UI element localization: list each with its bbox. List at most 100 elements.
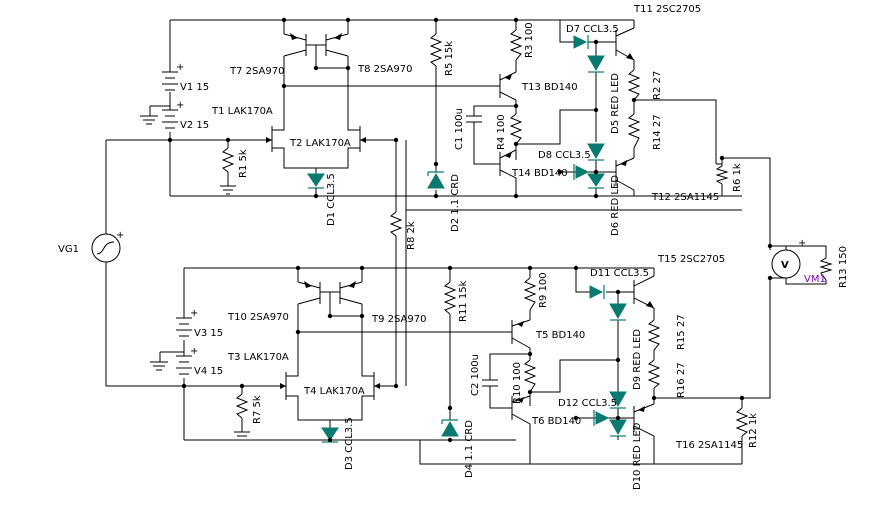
resistor-r12 [735, 407, 749, 437]
label-d3: D3 CCL3.5 [344, 417, 355, 470]
label-t1: T1 LAK170A [211, 106, 273, 117]
label-t11: T11 2SC2705 [633, 4, 701, 15]
transistor-t8 [325, 33, 349, 57]
resistor-r11 [443, 281, 457, 315]
label-d2: D2 1.1 CRD [450, 174, 461, 232]
resistor-r5 [429, 33, 443, 67]
label-r14: R14 27 [652, 114, 663, 150]
label-plus-v2: + [176, 100, 184, 111]
diode-d6-upper-arrow [573, 164, 590, 180]
signal-generator-vg1 [91, 233, 121, 263]
label-r7: R7 5k [252, 395, 263, 424]
resistor-r7 [234, 393, 250, 441]
label-plus-v3: + [190, 308, 198, 319]
label-plus-vg1: + [116, 230, 124, 241]
voltmeter-vm1 [771, 245, 802, 285]
transistor-t15 [633, 275, 655, 309]
label-d6: D6 RED LED [610, 175, 621, 236]
label-r10: R10 100 [512, 362, 523, 404]
diode-d12 [609, 391, 627, 409]
transistor-t1 [262, 120, 285, 158]
diode-d7 [573, 35, 589, 49]
resistor-r8 [389, 211, 403, 237]
transistor-t9 [339, 281, 363, 305]
label-v4: V4 15 [194, 366, 223, 377]
resistor-r6 [715, 165, 729, 185]
diode-d5 [587, 55, 605, 73]
label-r2: R2 27 [652, 71, 663, 100]
diode-d1 [307, 173, 325, 196]
component-labels: VG1 + V1 15 + V2 15 + V3 15 + V4 15 + T1… [58, 4, 849, 490]
label-r13: R13 150 [838, 246, 849, 288]
label-r15: R15 27 [676, 314, 687, 350]
diode-d9 [609, 303, 627, 321]
label-v2: V2 15 [180, 120, 209, 131]
label-t9: T9 2SA970 [371, 314, 426, 325]
transistor-t7 [283, 33, 307, 57]
diode-d2 [427, 171, 445, 189]
transistor-t13 [499, 71, 517, 101]
diode-d8 [587, 143, 605, 161]
label-v1: V1 15 [180, 82, 209, 93]
label-d5: D5 RED LED [610, 73, 621, 134]
label-r3: R3 100 [524, 22, 535, 58]
ground-upper [140, 106, 158, 125]
label-r11: R11 15k [458, 280, 469, 322]
transistor-t6 [511, 395, 531, 436]
resistor-r4 [509, 113, 523, 145]
label-vm1: VM1 [804, 274, 826, 285]
label-vm-symbol: V [781, 260, 789, 271]
resistor-r14 [627, 113, 641, 149]
transistor-t10 [297, 281, 321, 305]
ground-lower [150, 352, 168, 371]
battery-v3 [176, 317, 192, 337]
label-t7: T7 2SA970 [229, 66, 284, 77]
label-d7: D7 CCL3.5 [566, 24, 619, 35]
label-d9: D9 RED LED [632, 329, 643, 390]
transistor-t11 [615, 27, 635, 61]
diode-d6 [587, 173, 605, 189]
resistor-r9 [523, 277, 537, 311]
resistor-r13 [819, 257, 833, 281]
label-t13: T13 BD140 [521, 82, 578, 93]
resistor-r15 [647, 319, 661, 351]
label-d8: D8 CCL3.5 [538, 150, 591, 161]
resistor-r1 [220, 147, 236, 195]
label-r12: R12 1k [748, 413, 759, 448]
label-t12: T12 2SA1145 [651, 192, 719, 203]
transistor-t14 [499, 144, 517, 190]
label-t10: T10 2SA970 [227, 312, 289, 323]
upper-wiring [106, 19, 771, 246]
transistor-t5 [511, 319, 531, 349]
label-t5: T5 BD140 [535, 330, 585, 341]
label-c2: C2 100u [470, 354, 481, 396]
label-r16: R16 27 [676, 362, 687, 398]
label-t6: T6 BD140 [531, 416, 581, 427]
transistor-t16 [633, 398, 655, 440]
label-v3: V3 15 [194, 328, 223, 339]
diode-d4 [441, 419, 459, 437]
label-t15: T15 2SC2705 [657, 254, 725, 265]
transistor-t4 [361, 370, 384, 410]
resistor-r16 [647, 359, 661, 389]
lower-wiring [105, 140, 827, 465]
label-r4: R4 100 [496, 114, 507, 150]
label-r9: R9 100 [538, 272, 549, 308]
label-vg1: VG1 [58, 244, 79, 255]
label-t3: T3 LAK170A [227, 352, 289, 363]
label-d10: D10 RED LED [632, 422, 643, 490]
battery-v4 [176, 355, 192, 375]
diode-d12-arrow [593, 410, 610, 426]
label-d11: D11 CCL3.5 [590, 268, 649, 279]
capacitor-c1 [466, 112, 482, 128]
transistor-t2 [347, 120, 370, 158]
resistor-r3 [509, 29, 523, 61]
battery-v2 [162, 109, 178, 129]
transistor-t12 [615, 157, 635, 196]
junction-dots [167, 17, 773, 443]
label-plus-v1: + [176, 62, 184, 73]
resistor-r2 [627, 69, 641, 101]
resistor-r10 [523, 359, 537, 393]
label-t2: T2 LAK170A [289, 138, 351, 149]
